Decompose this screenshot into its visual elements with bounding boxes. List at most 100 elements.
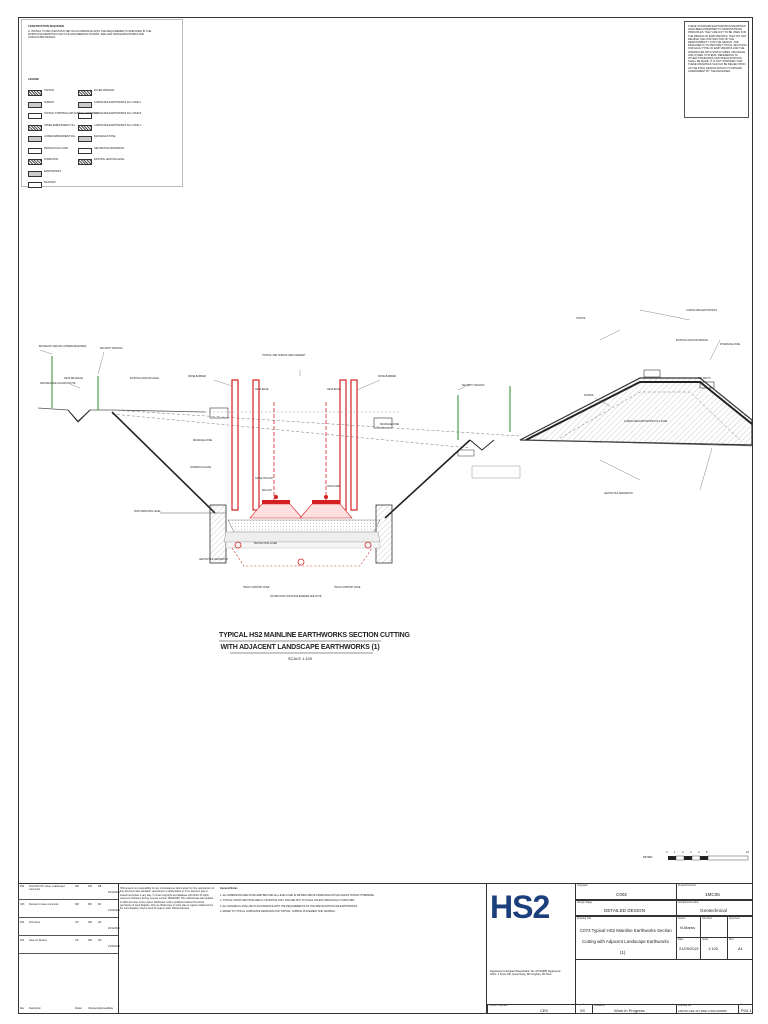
legend-swatch <box>78 101 92 108</box>
drawing-title-line-1: TYPICAL HS2 MAINLINE EARTHWORKS SECTION … <box>219 632 410 639</box>
scale-bar <box>668 855 749 861</box>
legend-item: LANDSCAPE EARTHWORKS FILL ZONE A <box>78 101 168 109</box>
revision-cell: NM <box>75 885 79 888</box>
drawing-no-label: Drawing No. <box>678 1004 692 1007</box>
legend-item: TOPSOIL STRIPPING AND SUBSOIL STRIPPING <box>28 112 118 120</box>
label-boundary-fencing: BOUNDARY FENCING (WHERE REQUIRED) <box>39 346 87 348</box>
date-value: 21/09/2021 <box>679 946 700 951</box>
general-notes-list: 1. ALL DIMENSIONS ARE IN MILLIMETRES AND… <box>220 894 482 916</box>
legend-swatch <box>28 113 42 119</box>
legend-swatch <box>78 136 92 142</box>
legend-item: SUBSOIL <box>28 101 118 109</box>
project-label: Project/Contract <box>678 884 696 887</box>
legend-item: LANDSCAPE EARTHWORKS FILL ZONE B <box>78 112 168 120</box>
legend-label: TOPSOIL STRIPPING AND SUBSOIL STRIPPING <box>44 112 98 115</box>
legend-label: LANDSCAPE EARTHWORKS FILL ZONE A <box>94 100 142 104</box>
left-cutting-slope <box>111 411 216 514</box>
label-security-fencing: SECURITY FENCING <box>100 348 123 350</box>
scale-tick-label: 3 <box>690 851 692 854</box>
label-subformation: SUB FORMATION LEVEL <box>134 511 161 513</box>
date-label: Date <box>678 938 684 941</box>
right-drain-pipe <box>364 541 372 549</box>
legend-item: TOPSOIL <box>28 89 118 97</box>
label-landscape-earthworks: LANDSCAPE EARTHWORKS <box>686 310 717 312</box>
legend-swatch <box>78 113 92 119</box>
label-landscape-fill: LANDSCAPE EARTHWORKS FILL ZONE <box>624 421 668 423</box>
revision-cell: P02 <box>20 921 25 924</box>
legend-item: EXISTING GROUND LEVEL <box>78 158 168 166</box>
suitability-label: Suitability <box>594 1004 605 1007</box>
label-track-bed: TRACK BED <box>327 486 341 488</box>
scale-tick-label: 4 <box>698 851 700 854</box>
revision-cell: RB <box>98 885 102 888</box>
scale-tick-label: 1 <box>674 851 676 854</box>
left-noise-barrier-outer <box>231 379 239 511</box>
label-maintenance-access: MAINTENANCE ACCESS ROUTE <box>40 383 76 385</box>
rev-value: P04.1 <box>741 1008 752 1013</box>
revision-cell: JW <box>75 939 79 942</box>
scale-tick-label: 5 <box>706 851 708 854</box>
rail-right <box>312 500 340 504</box>
left-cess-block <box>209 407 229 419</box>
legend-label: UPPER EMBANKMENT FILL <box>44 123 76 127</box>
label-foundation: FOUNDATION FOR NOISE BARRIER SEE NOTE <box>270 596 322 598</box>
revision-cell: NM <box>88 921 92 924</box>
label-drainage-zone-left: DRAINAGE ZONE <box>193 440 213 442</box>
label-security-fencing-right: SECURITY FENCING <box>462 385 485 387</box>
legend-label: SUBSOIL <box>44 100 55 104</box>
legend-swatch <box>28 159 42 165</box>
label-interface-zone: INTERFACE ZONE <box>720 344 740 346</box>
revision-header: Description <box>29 1007 41 1010</box>
left-ditch <box>67 409 91 423</box>
legend-item: DRAINAGE STONE <box>78 135 168 143</box>
top-note-box: THESE STANDARD EARTHWORKS DRAWINGS HAVE … <box>684 21 749 118</box>
tb-split-3 <box>676 916 677 960</box>
legend-item: LOWER EMBANKMENT FILL <box>28 135 118 143</box>
owner-value: CEK <box>540 1008 549 1013</box>
legend-swatch <box>28 170 42 177</box>
track-support-zone <box>231 547 373 567</box>
revision-cell: 29/11/2020 <box>108 927 120 930</box>
legend-label: GEOTEXTILE SEPARATOR <box>94 146 125 150</box>
revision-cell: AD <box>98 939 102 942</box>
legend-swatch <box>28 136 42 142</box>
drawing-scale: SCALE 1:100 <box>287 656 313 661</box>
construction-sequence-text: A. INSTALL TO BE CONSTRUCTED IN ACCORDAN… <box>28 30 152 40</box>
right-noise-barrier-outer <box>350 379 358 511</box>
general-note-item: 3. ALL MATERIALS SHALL BE IN ACCORDANCE … <box>220 904 358 908</box>
dim-box-mid <box>471 465 521 479</box>
revision-header: Rev <box>20 1007 25 1010</box>
left-wall <box>209 504 227 564</box>
revision-cell: Revised to Issue comments <box>29 903 59 906</box>
track-center-right <box>324 495 328 499</box>
drawn-label: Drawn <box>678 917 686 920</box>
legend-item: GEOTEXTILE SEPARATOR <box>78 147 168 155</box>
legend-label: FORMATION <box>44 158 59 161</box>
rail-left <box>262 500 290 504</box>
revision-cell: JW <box>75 921 79 924</box>
label-cess-drainage: CESS DRAINAGE <box>64 378 83 380</box>
suitability-value: Work in Progress <box>614 1008 645 1013</box>
tb-drawn-split <box>700 916 701 960</box>
approved-label: Approved <box>729 917 740 920</box>
revision-header: Date <box>108 1007 114 1010</box>
revision-cell: MJ <box>98 903 102 906</box>
existing-ground-dashed <box>111 409 521 437</box>
track-center-left <box>274 495 278 499</box>
existing-ground-dashed-2 <box>111 413 471 449</box>
status-label: Design Status <box>576 1004 589 1006</box>
drawn-value: N.Marks <box>680 925 695 930</box>
right-ditch <box>469 439 495 451</box>
drawing-title-value-2: Cutting with Adjacent Landscape Earthwor… <box>582 939 669 944</box>
label-ballast: BALLAST <box>262 490 273 492</box>
general-note-item: 4. REFER TO TYPICAL LANDSCAPE DRAWINGS F… <box>220 910 336 914</box>
revision-header: Checked <box>88 1007 98 1010</box>
label-minimum-width: MIN WIDTH <box>698 378 711 380</box>
right-cutting-slope <box>384 439 471 519</box>
owner-label: Owner/Originator <box>489 1004 509 1007</box>
label-existing-profile: EXISTING GROUND PROFILE <box>676 340 709 342</box>
size-label: Size <box>729 938 734 941</box>
legend-item: PROTECTION LAYER <box>28 147 118 155</box>
